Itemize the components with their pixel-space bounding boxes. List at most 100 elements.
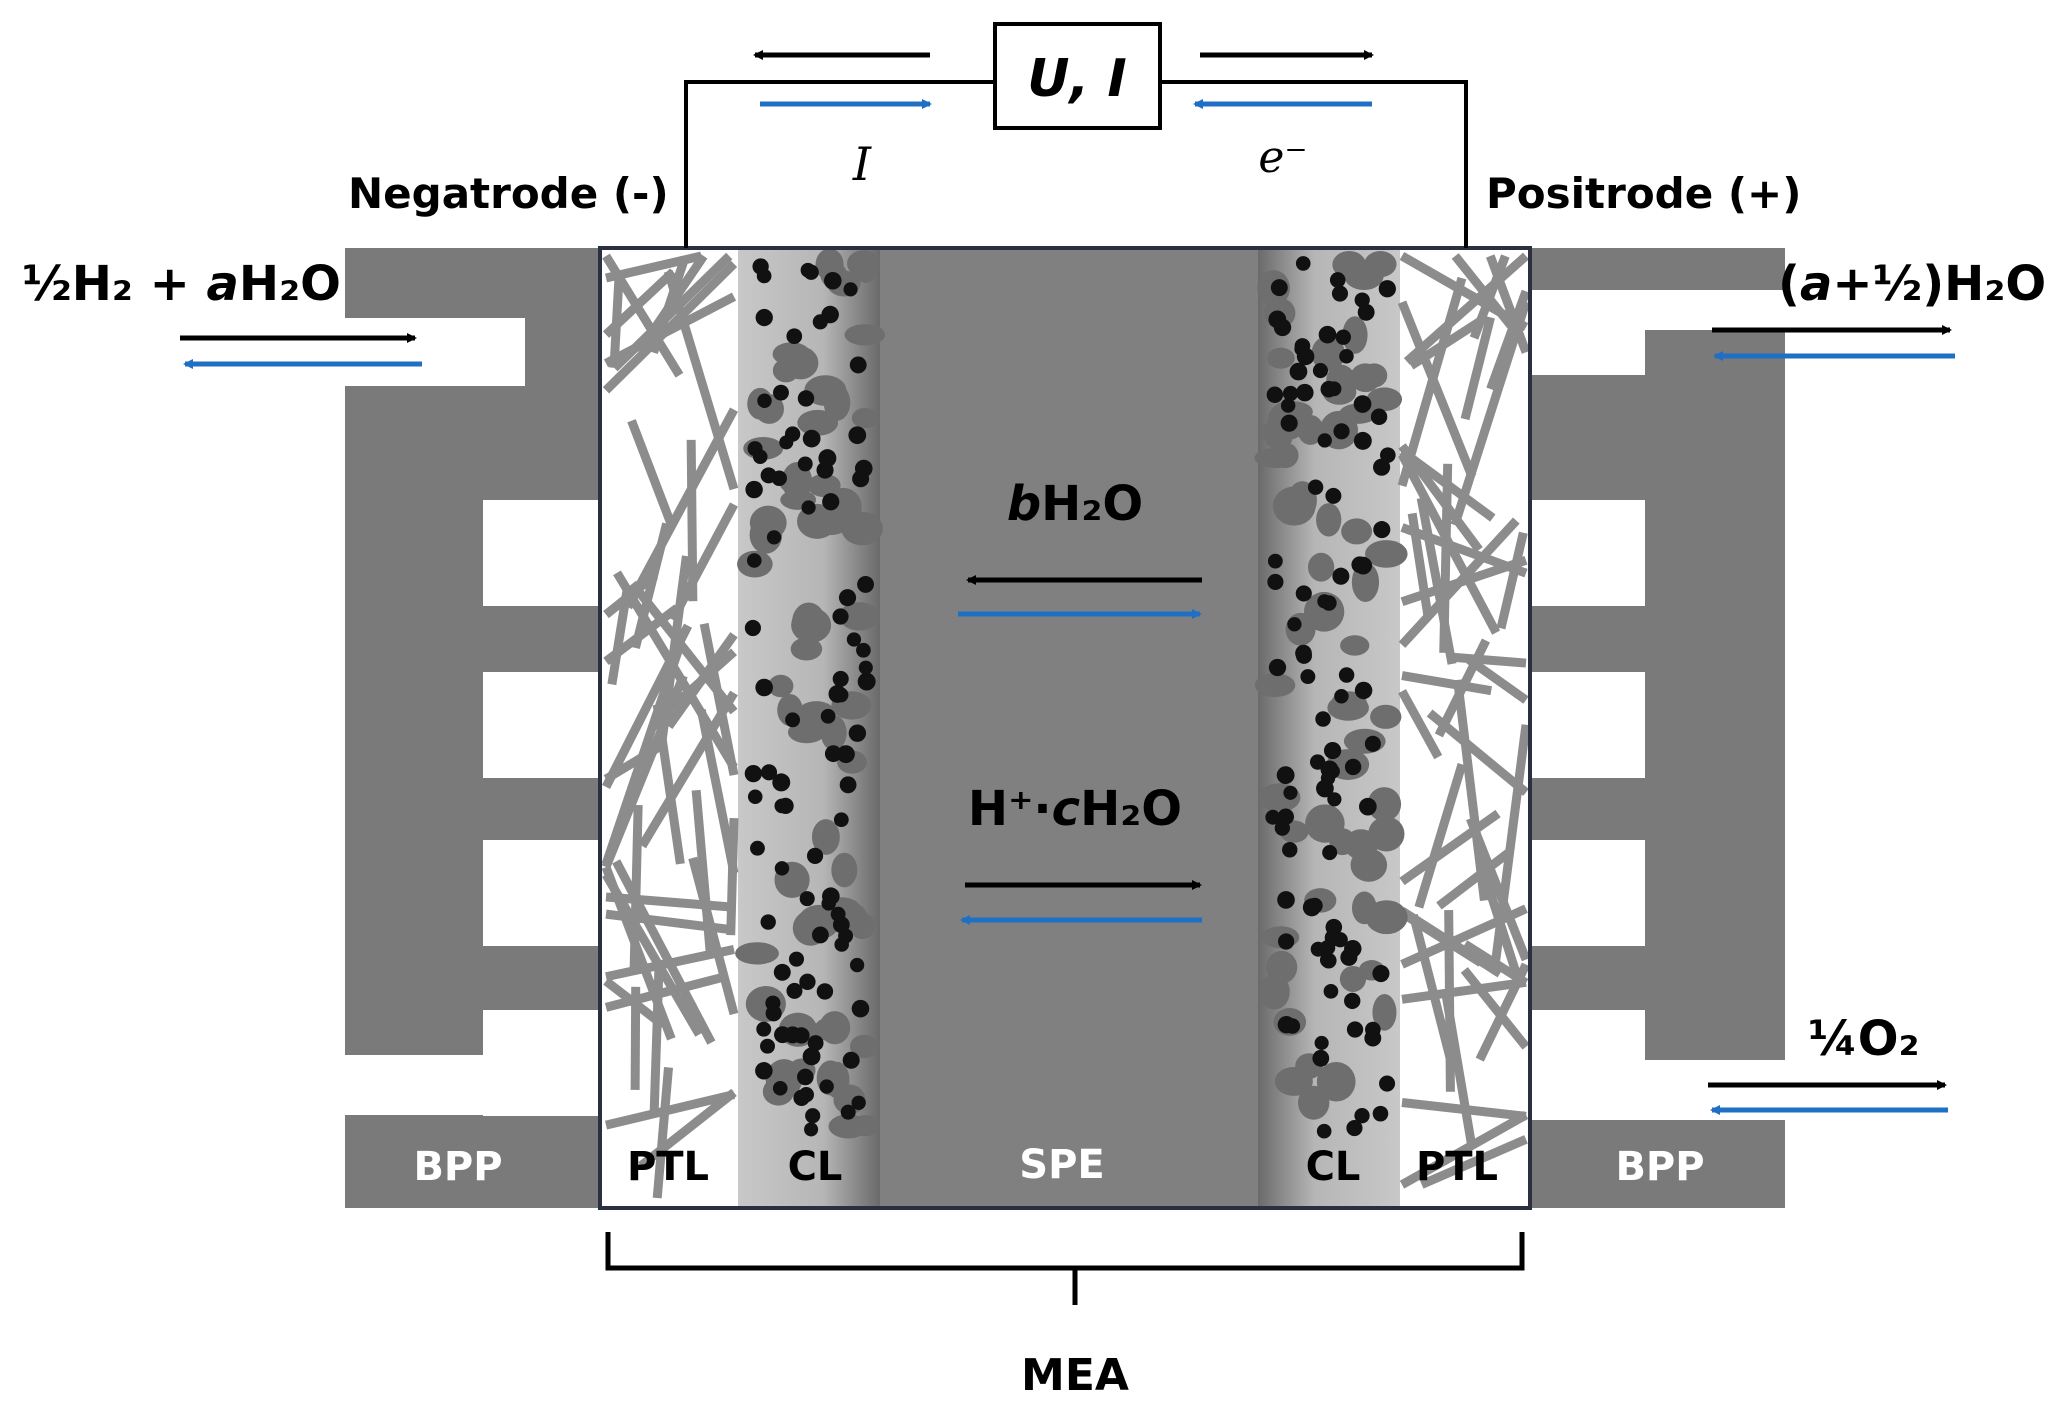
ptl-fiber xyxy=(1400,556,1528,607)
catalyst-particle xyxy=(1323,741,1342,760)
catalyst-particle xyxy=(750,840,765,856)
bpp-right xyxy=(1530,248,1785,1208)
catalyst-particles-right xyxy=(1254,250,1408,1139)
catalyst-particle xyxy=(774,1026,791,1044)
support-grain xyxy=(782,346,819,380)
catalyst-particle xyxy=(848,724,867,742)
catalyst-particle xyxy=(819,1079,834,1094)
mea-bracket xyxy=(605,1232,1525,1271)
ptl-fiber xyxy=(652,1067,673,1199)
catalyst-particle xyxy=(1267,553,1283,569)
catalyst-particle xyxy=(1354,1107,1370,1124)
catalyst-particle xyxy=(799,891,815,907)
catalyst-particle xyxy=(1357,303,1375,321)
ptl-fiber xyxy=(1447,652,1527,668)
catalyst-particle xyxy=(1317,433,1332,448)
support-grain xyxy=(1265,426,1293,451)
support-grain xyxy=(1368,816,1405,852)
catalyst-particle xyxy=(799,973,816,990)
ptl-fiber xyxy=(630,986,641,1090)
layer-bpp-left: BPP xyxy=(413,1144,502,1190)
support-grain xyxy=(1364,250,1397,278)
layer-ptl-right: PTL xyxy=(1416,1144,1498,1190)
catalyst-particle xyxy=(832,608,849,625)
ptl-fiber xyxy=(604,1090,736,1130)
catalyst-particle xyxy=(1280,398,1296,413)
ptl-fiber xyxy=(1398,689,1443,760)
ptl-fiber xyxy=(604,972,727,1012)
support-grain xyxy=(1254,447,1297,468)
catalyst-particle xyxy=(1325,487,1342,504)
support-grain xyxy=(1367,787,1402,822)
ptl-fiber xyxy=(612,859,716,1045)
support-grain xyxy=(823,384,851,421)
catalyst-particle xyxy=(849,356,867,374)
catalyst-particle xyxy=(1277,1015,1296,1034)
catalyst-particle xyxy=(1338,667,1355,683)
catalyst-particle xyxy=(1334,688,1349,704)
ptl-fiber xyxy=(602,872,704,1037)
catalyst-particle xyxy=(857,672,876,691)
catalyst-particle xyxy=(836,745,855,764)
catalyst-particle xyxy=(1372,1105,1389,1122)
ptl-fibers-right xyxy=(1397,252,1531,1189)
catalyst-particle xyxy=(830,906,846,922)
catalyst-particle xyxy=(1268,658,1287,677)
catalyst-particle xyxy=(756,1021,772,1037)
ptl-fiber xyxy=(1399,252,1529,332)
catalyst-particle xyxy=(1353,431,1372,450)
catalyst-particle xyxy=(852,470,870,488)
catalyst-particle xyxy=(1373,521,1391,539)
catalyst-particle xyxy=(801,500,816,515)
support-grain xyxy=(852,250,879,283)
catalyst-particle xyxy=(1323,983,1339,999)
external-circuit xyxy=(684,22,1468,248)
support-grain xyxy=(1341,518,1373,545)
catalyst-particle xyxy=(846,632,862,647)
catalyst-particle xyxy=(1339,348,1354,364)
catalyst-particle xyxy=(848,426,867,445)
catalyst-particle xyxy=(786,328,803,345)
catalyst-particle xyxy=(1277,891,1295,909)
catalyst-particle xyxy=(807,1035,824,1052)
catalyst-particle xyxy=(1319,952,1336,968)
ptl-fiber xyxy=(1403,252,1529,365)
catalyst-particle xyxy=(760,764,778,781)
catalyst-particle xyxy=(1354,681,1373,700)
support-grain xyxy=(1350,848,1388,882)
catalyst-particle xyxy=(1318,325,1337,344)
catalyst-particle xyxy=(1379,447,1396,463)
water-transport-label: bH₂O xyxy=(1007,476,1143,532)
catalyst-particle xyxy=(849,957,865,973)
meter-box xyxy=(993,22,1162,130)
catalyst-particle xyxy=(1364,1029,1382,1047)
ptl-fiber xyxy=(611,252,733,372)
catalyst-particle xyxy=(1354,292,1370,308)
catalyst-particle xyxy=(1306,897,1323,914)
catalyst-particle xyxy=(840,1104,856,1120)
catalyst-particle xyxy=(1283,785,1298,800)
catalyst-particle xyxy=(755,1062,773,1080)
ptl-fiber xyxy=(1453,679,1489,902)
catalyst-particle xyxy=(1364,735,1381,752)
catalyst-particle xyxy=(744,619,761,637)
catalyst-particle xyxy=(839,776,857,794)
catalyst-particle xyxy=(1270,279,1288,297)
catalyst-particle xyxy=(797,456,813,472)
ptl-fiber xyxy=(1466,655,1529,704)
catalyst-particle xyxy=(752,449,768,465)
ptl-fiber xyxy=(601,640,686,866)
ptl-fiber xyxy=(1486,254,1531,354)
catalyst-particle xyxy=(805,1108,821,1124)
right-top-outlet-label: (a+½)H₂O xyxy=(1778,256,2046,312)
catalyst-particle xyxy=(1319,940,1336,956)
catalyst-particle xyxy=(843,282,858,297)
catalyst-particle xyxy=(755,308,773,327)
catalyst-particle xyxy=(1312,1049,1330,1067)
ptl-fiber xyxy=(1460,316,1495,421)
catalyst-particle xyxy=(757,393,772,408)
meter-label: U, I xyxy=(1027,49,1126,109)
ptl-fiber xyxy=(688,856,739,1016)
catalyst-particle xyxy=(1379,1075,1396,1092)
